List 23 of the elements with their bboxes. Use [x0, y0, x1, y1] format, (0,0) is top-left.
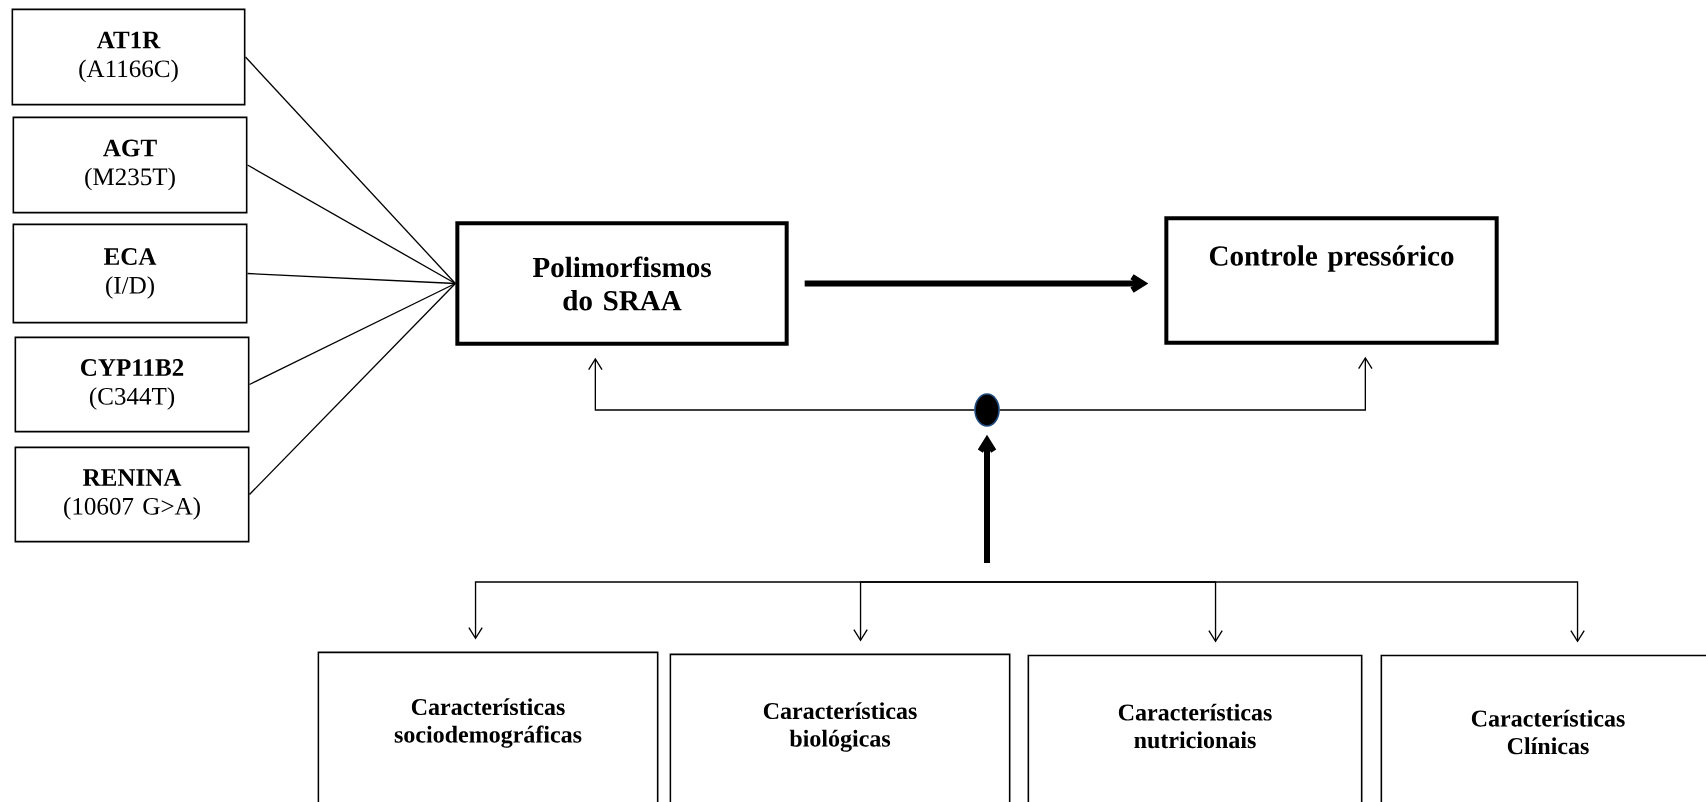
connector-line: [244, 56, 456, 285]
junction-dot: [974, 393, 1000, 427]
gene-box: CYP11B2 (C344T): [14, 336, 250, 433]
gene-box: AT1R (A1166C): [11, 8, 246, 106]
connector-line: [246, 272, 456, 285]
arrow: [986, 581, 1585, 643]
connector-line: [246, 164, 456, 285]
factor-box: Características sociodemográficas: [317, 651, 659, 802]
gene-box: RENINA (10607 G>A): [14, 446, 250, 543]
arrow: [588, 357, 975, 411]
gene-box: ECA (I/D): [12, 223, 248, 324]
arrow: [853, 581, 988, 642]
gene-box: AGT (M235T): [12, 116, 248, 214]
connector-line: [248, 282, 456, 496]
concept-box: Controle pressórico: [1164, 216, 1499, 345]
concept-box: Polimorfismos do SRAA: [455, 221, 789, 346]
arrow: [977, 434, 997, 563]
factor-box: Características Clínicas: [1380, 654, 1706, 802]
connector-line: [248, 282, 456, 386]
arrow: [999, 356, 1373, 411]
arrow: [804, 274, 1149, 293]
factor-box: Características nutricionais: [1027, 654, 1363, 802]
factor-box: Características biológicas: [669, 653, 1011, 802]
